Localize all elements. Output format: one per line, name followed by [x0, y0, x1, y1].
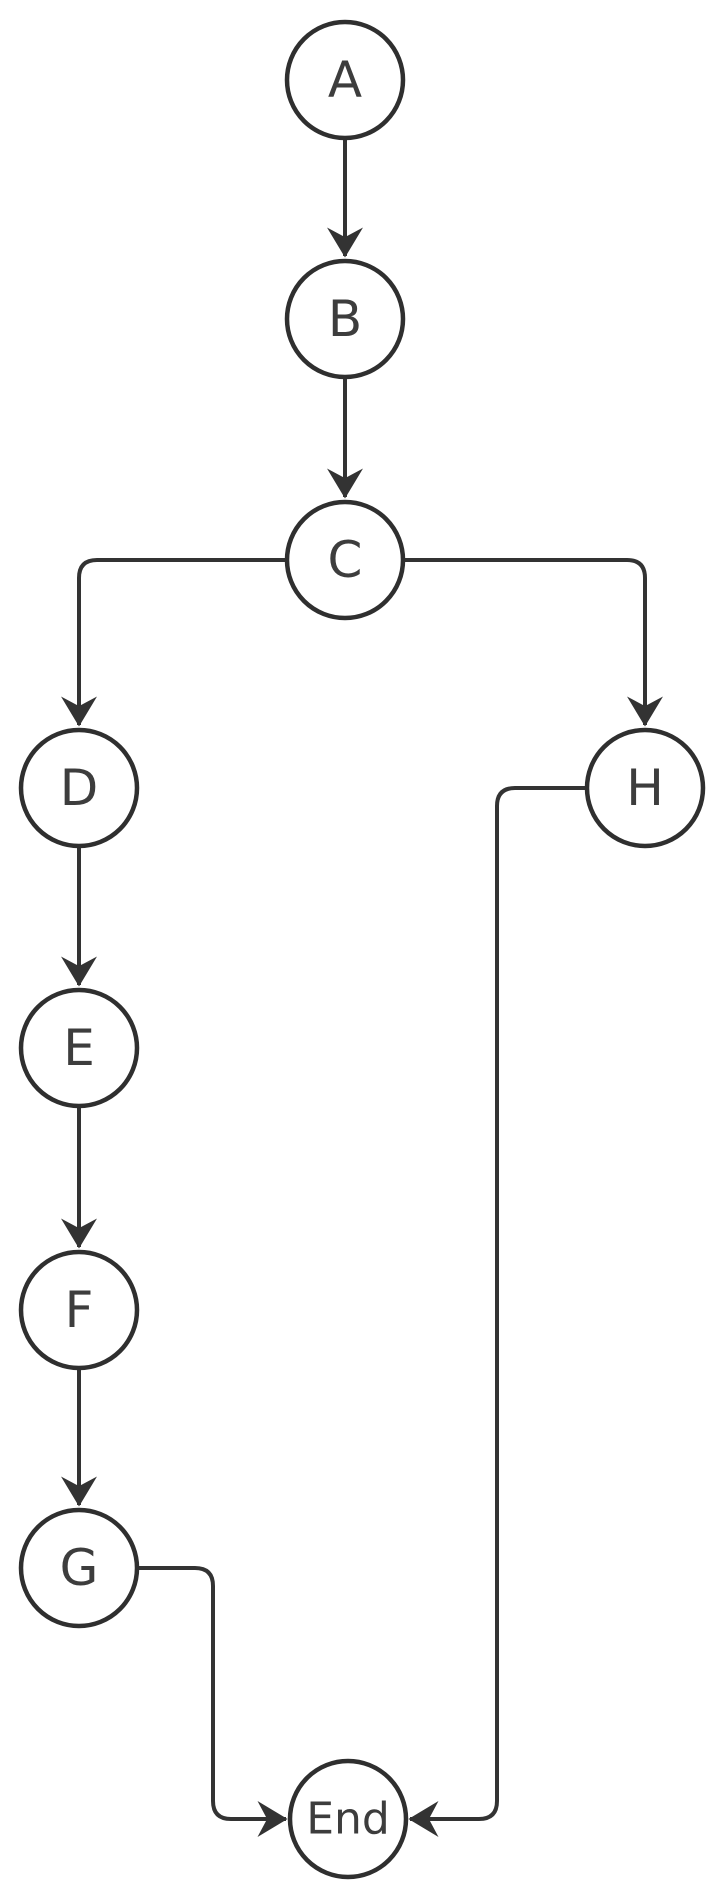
- edge-C-D: [61, 558, 286, 727]
- edge-G-End: [139, 1566, 288, 1837]
- node-B: B: [284, 258, 406, 380]
- node-E-circle: [18, 987, 140, 1109]
- node-H-circle: [584, 727, 706, 849]
- node-End-label: End: [306, 1794, 390, 1845]
- node-End-circle: [287, 1758, 409, 1880]
- node-A-circle: [284, 19, 406, 141]
- node-C: C: [284, 499, 406, 621]
- node-G-circle: [18, 1507, 140, 1629]
- node-C-circle: [284, 499, 406, 621]
- node-B-label: B: [328, 290, 362, 348]
- node-F: F: [18, 1249, 140, 1371]
- node-A: A: [284, 19, 406, 141]
- node-A-label: A: [328, 51, 362, 109]
- node-E-label: E: [63, 1019, 95, 1077]
- node-D-circle: [18, 727, 140, 849]
- edge-C-H: [404, 558, 663, 727]
- node-F-circle: [18, 1249, 140, 1371]
- node-B-circle: [284, 258, 406, 380]
- node-End: End: [287, 1758, 409, 1880]
- node-H-label: H: [626, 759, 664, 817]
- node-E: E: [18, 987, 140, 1109]
- node-D: D: [18, 727, 140, 849]
- node-G-label: G: [60, 1539, 99, 1597]
- node-H: H: [584, 727, 706, 849]
- node-D-label: D: [60, 759, 99, 817]
- node-C-label: C: [328, 531, 363, 589]
- edge-H-End: [408, 786, 585, 1837]
- node-G: G: [18, 1507, 140, 1629]
- node-F-label: F: [65, 1281, 94, 1339]
